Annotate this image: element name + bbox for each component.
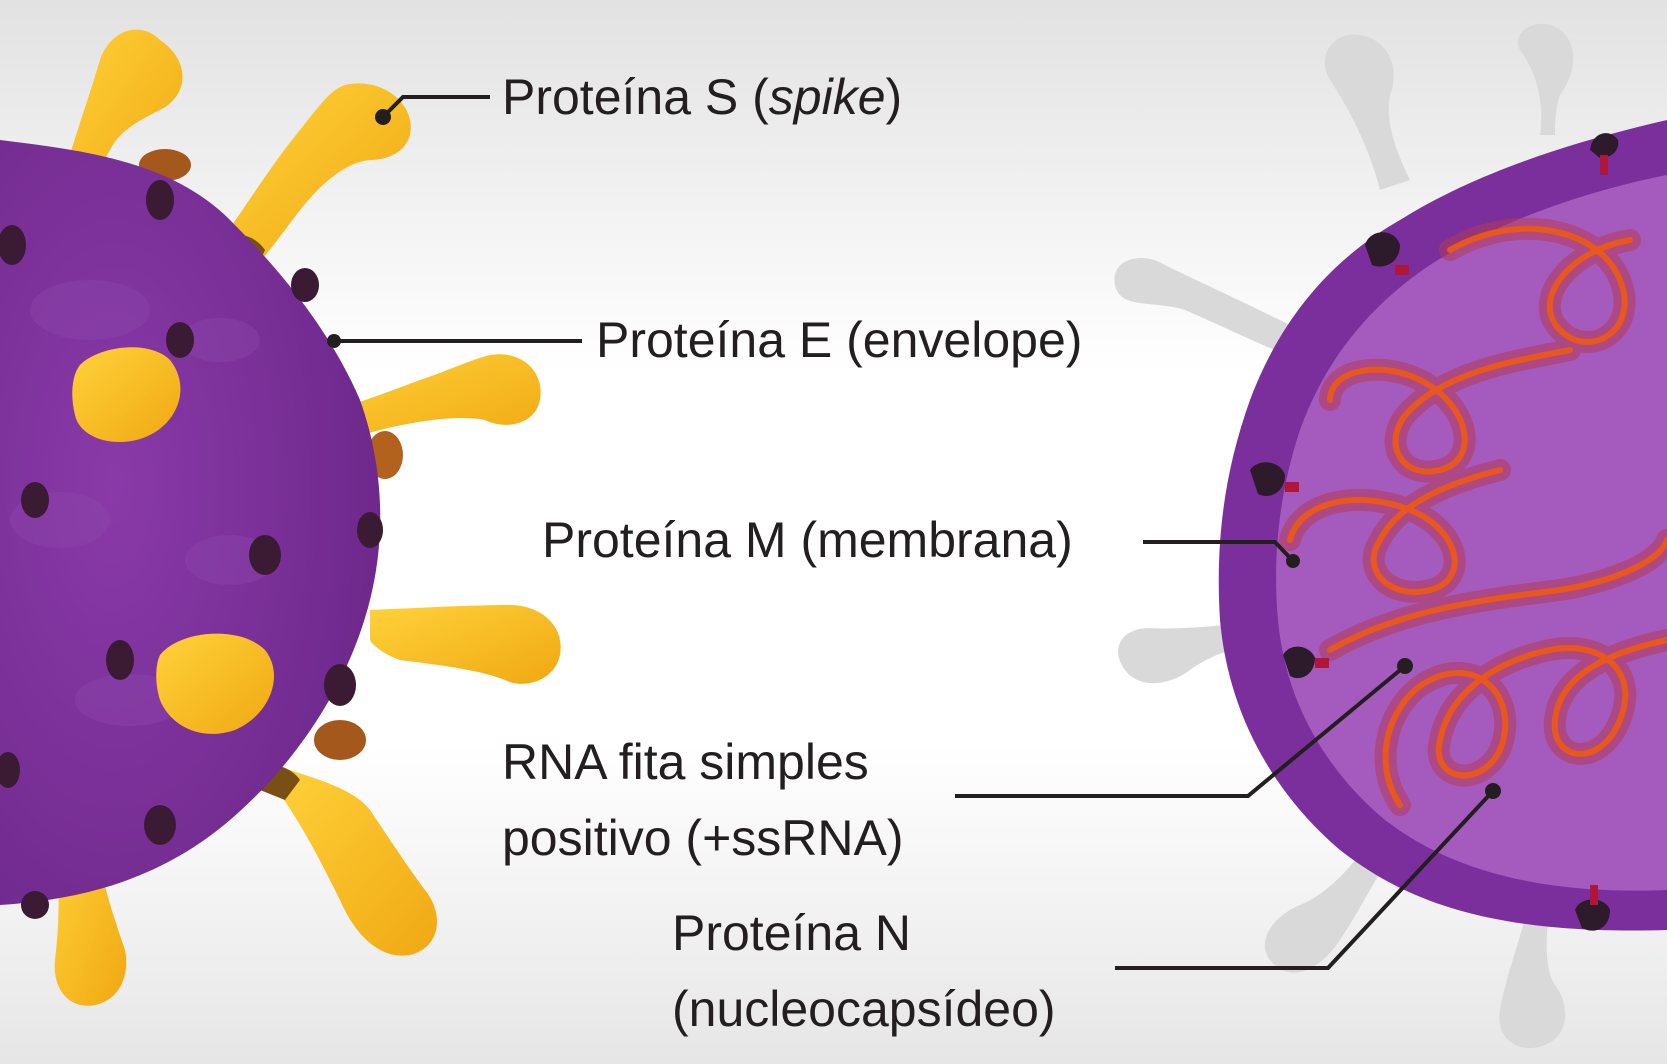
spike-s — [225, 83, 411, 263]
dot-envelope — [327, 334, 341, 348]
dot-rna — [1397, 658, 1413, 674]
label-spike-prefix: Proteína S ( — [502, 69, 769, 125]
right-e-proteins — [1250, 133, 1619, 931]
label-spike-protein: Proteína S (spike) — [502, 72, 902, 122]
label-n-line2: (nucleocapsídeo) — [672, 981, 1056, 1037]
leader-lines — [334, 95, 1495, 970]
leader-nucleocapsid — [1115, 789, 1495, 970]
label-rna-line2: positivo (+ssRNA) — [502, 810, 904, 866]
left-virus-body — [0, 140, 381, 905]
leader-dots — [327, 109, 1501, 799]
left-spike-heads — [72, 347, 274, 734]
bud-3 — [314, 720, 366, 760]
dot-spike — [375, 109, 391, 125]
spike-lower-right — [270, 770, 437, 956]
dot-membrane — [1286, 554, 1300, 568]
label-spike-suffix: ) — [885, 69, 903, 125]
left-virus — [0, 29, 561, 1006]
leader-rna — [955, 664, 1407, 798]
leader-spike — [381, 95, 490, 119]
spike-right-2 — [370, 605, 561, 684]
label-spike-italic: spike — [768, 69, 886, 125]
leader-membrane — [1143, 540, 1295, 563]
label-envelope-protein: Proteína E (envelope) — [596, 312, 1083, 368]
label-membrane-protein: Proteína M (membrana) — [542, 512, 1073, 568]
label-rna-line1: RNA fita simples — [502, 734, 869, 790]
label-n-line1: Proteína N — [672, 905, 912, 961]
dot-nucleocapsid — [1485, 783, 1501, 799]
left-e-proteins — [0, 180, 383, 919]
rna-strand — [1287, 225, 1667, 808]
right-m-protein-stems — [1285, 155, 1608, 905]
